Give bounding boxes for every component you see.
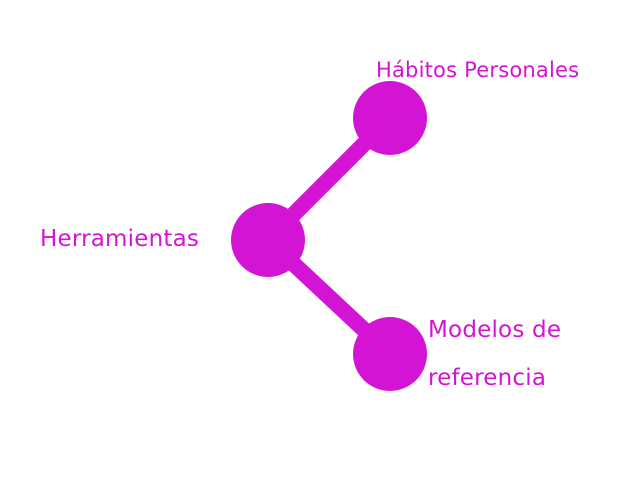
node-bottom [353,317,427,391]
node-top [353,81,427,155]
node-label-modelos-de-referencia: Modelos de referencia [428,316,561,392]
node-center [231,203,305,277]
node-label-habitos-personales: Hábitos Personales [376,58,580,82]
node-label-herramientas: Herramientas [40,226,200,252]
node-label-line-1: Modelos de [428,317,562,343]
node-label-line-2: referencia [428,365,547,391]
